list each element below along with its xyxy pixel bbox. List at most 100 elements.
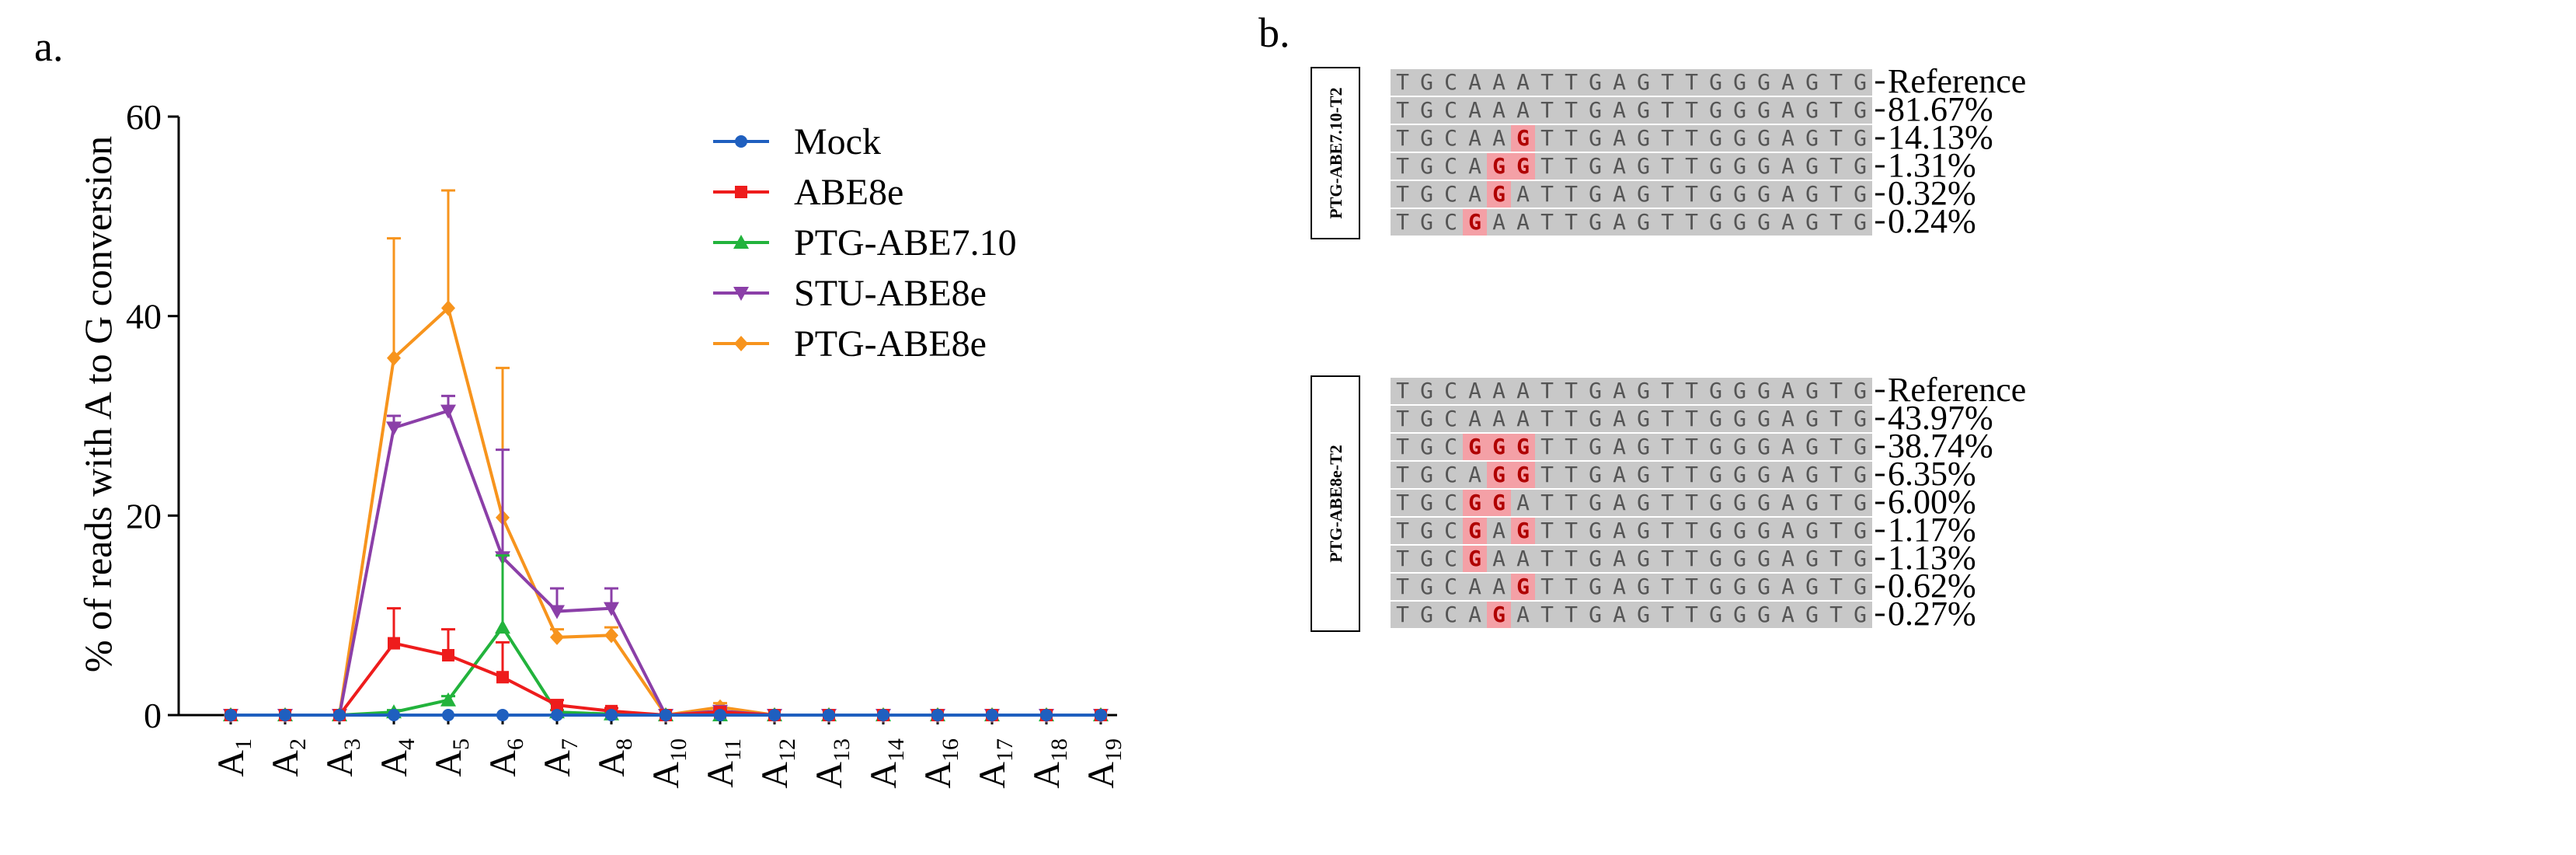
base-letter: G — [1637, 462, 1650, 487]
row-background — [1391, 125, 1872, 152]
base-letter: T — [1661, 518, 1674, 543]
y-tick-label: 20 — [126, 496, 162, 536]
base-letter: G — [1757, 546, 1770, 571]
alignment-title: PTG-ABE7.10-T2 — [1326, 87, 1345, 218]
base-letter: G — [1757, 378, 1770, 403]
base-letter: A — [1516, 378, 1530, 403]
base-letter: T — [1565, 546, 1578, 571]
edited-base-highlight — [1511, 518, 1535, 544]
base-letter: T — [1396, 434, 1409, 459]
legend-label: STU-ABE8e — [794, 273, 987, 314]
base-letter: A — [1613, 97, 1626, 123]
base-letter: G — [1805, 490, 1819, 515]
figure-element: A — [809, 762, 850, 789]
base-letter: G — [1589, 378, 1602, 403]
x-tick-label: A19 — [1081, 738, 1126, 789]
edited-base-highlight — [1487, 181, 1511, 208]
base-letter: G — [1709, 153, 1722, 179]
base-letter: T — [1540, 546, 1554, 571]
base-letter: G — [1854, 209, 1867, 235]
x-tick-label: A13 — [809, 738, 855, 789]
figure-element: 3 — [339, 738, 365, 750]
base-letter: G — [1854, 378, 1867, 403]
base-letter: T — [1661, 181, 1674, 207]
base-letter: G — [1757, 574, 1770, 599]
base-letter: T — [1565, 574, 1578, 599]
base-letter: T — [1396, 209, 1409, 235]
x-tick-label: A14 — [863, 738, 909, 789]
data-point — [986, 709, 998, 721]
base-letter: A — [1468, 378, 1481, 403]
legend-label: PTG-ABE8e — [794, 323, 987, 365]
base-letter: T — [1540, 69, 1554, 95]
base-letter: A — [1468, 462, 1481, 487]
figure-element: 17 — [992, 738, 1018, 762]
base-letter: G — [1589, 153, 1602, 179]
base-letter: T — [1829, 462, 1843, 487]
base-letter: G — [1854, 406, 1867, 431]
base-letter: T — [1540, 602, 1554, 627]
base-letter: G — [1733, 181, 1746, 207]
row-label: Reference — [1888, 62, 2026, 100]
data-point — [440, 404, 456, 419]
base-letter: G — [1757, 153, 1770, 179]
base-letter: G — [1468, 518, 1481, 543]
base-letter: C — [1444, 69, 1457, 95]
base-letter: G — [1589, 434, 1602, 459]
panel-b-label: b. — [1258, 9, 1290, 56]
figure-element: A — [591, 750, 632, 777]
base-letter: T — [1396, 406, 1409, 431]
base-letter: A — [1516, 546, 1530, 571]
base-letter: G — [1637, 602, 1650, 627]
base-letter: G — [1733, 125, 1746, 151]
x-tick-label: A8 — [591, 738, 637, 777]
alignment-title-box — [1311, 67, 1360, 239]
base-letter: G — [1709, 434, 1722, 459]
base-letter: T — [1396, 602, 1409, 627]
base-letter: A — [1468, 97, 1481, 123]
row-background — [1391, 97, 1872, 124]
base-letter: A — [1613, 546, 1626, 571]
legend-label: ABE8e — [794, 172, 903, 213]
base-letter: T — [1829, 406, 1843, 431]
base-letter: G — [1637, 546, 1650, 571]
base-letter: T — [1661, 209, 1674, 235]
x-tick-label: A18 — [1026, 738, 1072, 789]
base-letter: G — [1854, 97, 1867, 123]
base-letter: G — [1733, 153, 1746, 179]
data-point — [604, 627, 618, 644]
base-letter: T — [1396, 462, 1409, 487]
base-letter: G — [1709, 518, 1722, 543]
base-letter: A — [1613, 209, 1626, 235]
base-letter: G — [1589, 181, 1602, 207]
base-letter: T — [1565, 490, 1578, 515]
base-letter: G — [1516, 434, 1530, 459]
data-point — [387, 350, 401, 366]
base-letter: G — [1709, 574, 1722, 599]
legend-label: PTG-ABE7.10 — [794, 222, 1017, 263]
base-letter: G — [1733, 546, 1746, 571]
base-letter: G — [1589, 69, 1602, 95]
base-letter: G — [1805, 378, 1819, 403]
legend-item: PTG-ABE7.10 — [713, 222, 1017, 263]
x-tick-label: A16 — [917, 738, 963, 789]
figure-element: 14 — [883, 738, 909, 762]
base-letter: G — [1757, 181, 1770, 207]
legend-marker — [735, 186, 747, 198]
series-stu-abe8e — [223, 394, 1109, 723]
base-letter: A — [1492, 378, 1506, 403]
figure-element: A — [917, 762, 959, 789]
x-axis: A1A2A3A4A5A6A7A8A10A11A12A13A14A16A17A18… — [179, 714, 1126, 789]
base-letter: C — [1444, 181, 1457, 207]
base-letter: G — [1492, 490, 1506, 515]
base-letter: G — [1468, 490, 1481, 515]
